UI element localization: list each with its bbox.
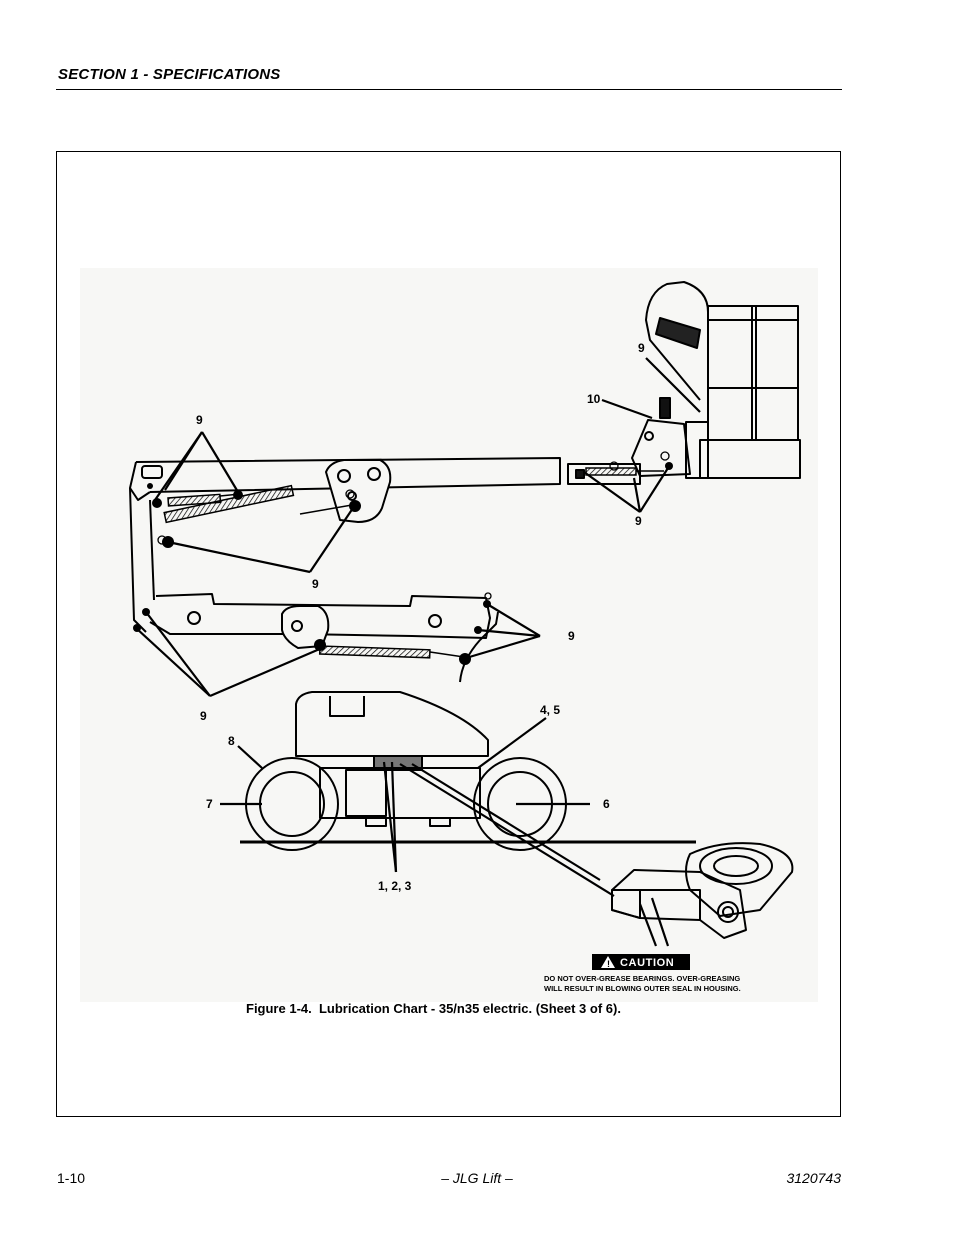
caution-notice: ! CAUTION DO NOT OVER-GREASE BEARINGS. O… [544,954,741,993]
callout-left-wheel: 7 [206,797,213,811]
caution-label: CAUTION [620,957,674,969]
lower-boom [149,593,491,649]
turntable-hood [295,611,499,771]
drawing-background [80,268,818,1002]
riser [129,487,155,633]
upper-pivot-plate [325,459,392,523]
svg-text:!: ! [607,959,610,969]
chassis [319,767,481,827]
callout-swing-bearing: 1, 2, 3 [378,879,412,893]
header-rule [56,89,842,90]
rotator-head [631,419,691,477]
callout-wheel-drive: 4, 5 [540,703,560,717]
document-number: 3120743 [786,1170,841,1186]
callout-upper-cylinder: 9 [312,577,319,591]
callout-steer: 8 [228,734,235,748]
caution-line-1: DO NOT OVER-GREASE BEARINGS. OVER-GREASI… [544,974,740,983]
callout-platform-cylinder: 9 [635,514,642,528]
warning-triangle-icon [601,956,615,968]
callout-leaders [135,357,701,947]
callout-lower-right-pivots: 9 [568,629,575,643]
master-cylinder [163,484,295,524]
callout-platform-pivot: 9 [638,341,645,355]
callout-lower-left-pivots: 9 [200,709,207,723]
caution-line-2: WILL RESULT IN BLOWING OUTER SEAL IN HOU… [544,984,741,993]
section-title: SECTION 1 - SPECIFICATIONS [58,66,281,83]
cylinders [163,467,664,659]
callout-rotator: 10 [587,392,601,406]
page-number: 1-10 [57,1170,86,1186]
lower-lift-cylinder [318,645,431,659]
swing-bearing-detail [611,842,794,939]
footer-title: – JLG Lift – [441,1170,513,1186]
figure-frame [56,151,841,1117]
figure-caption: Figure 1-4. Lubrication Chart - 35/n35 e… [246,1001,621,1016]
callout-upper-boom-pivots: 9 [196,413,203,427]
callout-right-wheel: 6 [603,797,610,811]
platform-basket [645,281,801,479]
